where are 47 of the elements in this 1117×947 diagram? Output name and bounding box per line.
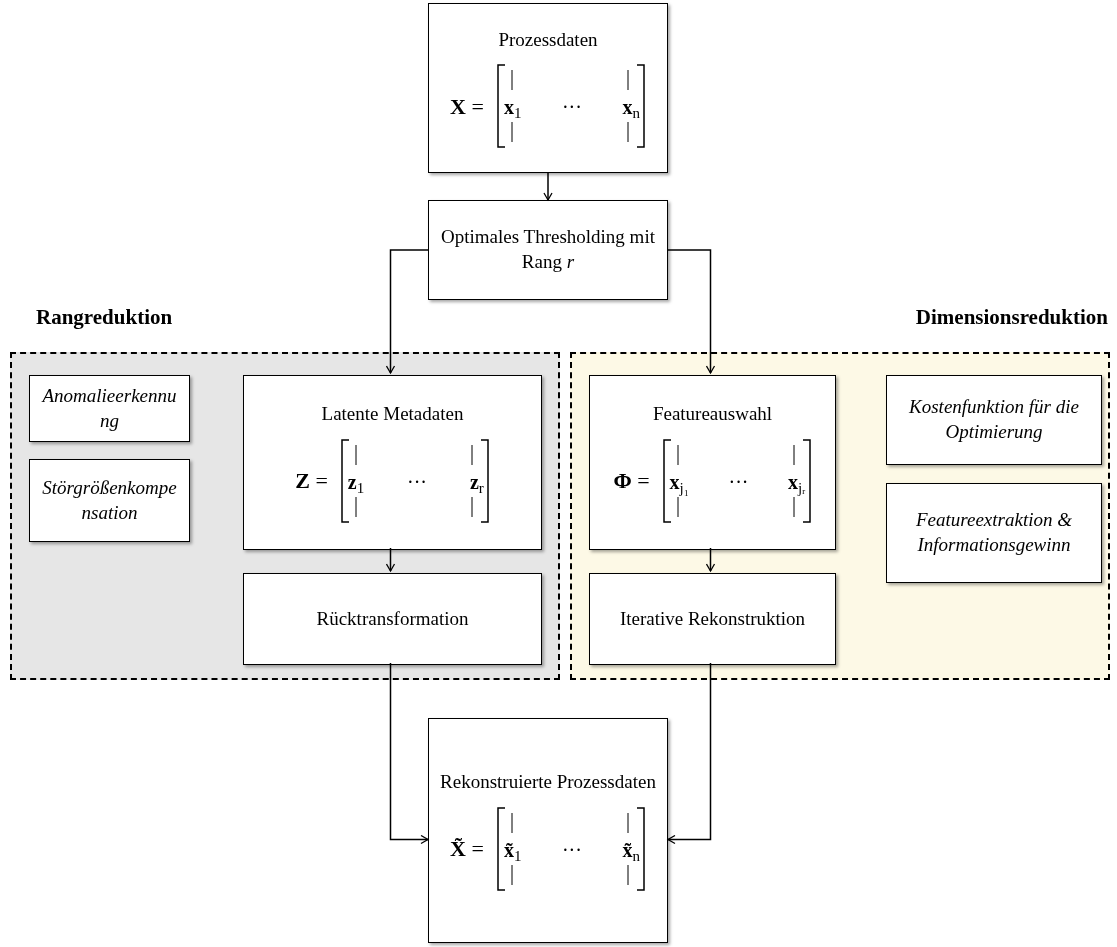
matrix-dots: ··· [561,837,582,863]
arrow [667,249,716,374]
matrix-entry: z$_{1}$ [347,469,365,497]
box-label: Rücktransformation [316,606,469,631]
arrow [389,662,429,845]
box-label: Featureextraktion & Informationsgewinn [915,508,1073,557]
box-label: Iterative Rekonstruktion [619,606,806,631]
process-box [243,375,542,550]
box-label: Rekonstruierte Prozessdaten [440,770,656,795]
group-heading: Dimensionsreduktion [915,304,1108,331]
process-box [243,573,542,665]
matrix-entry: x̃$_{n}$ [622,837,640,865]
process-box [589,573,836,665]
matrix-entry: x$_{j₁}$ [669,469,689,497]
matrix-entry: x̃$_{1}$ [503,837,522,865]
matrix-entry: z$_{r}$ [469,469,484,497]
matrix-dots: ··· [407,469,428,495]
box-label: Anomalieerkennung [40,383,178,433]
arrow [667,662,712,845]
box-label: Störgrößenkompensation [41,475,178,525]
matrix-symbol: X̃ = [450,835,484,864]
process-box [29,459,190,542]
box-label: Featureauswahl [652,402,773,427]
matrix-dots: ··· [728,469,749,495]
box-label: Latente Metadaten [321,402,464,427]
matrix-symbol: Z = [295,467,328,496]
matrix-entry: x$_{1}$ [503,95,522,123]
group-heading: Rangreduktion [36,304,173,331]
process-box [886,483,1102,583]
matrix-symbol: X = [450,92,484,121]
matrix-symbol: Φ = [613,467,650,496]
box-label: Optimales Thresholding mit Rang r [440,225,656,274]
arrow [705,547,716,572]
arrow [385,249,429,374]
process-box [589,375,836,550]
process-box [428,718,668,943]
process-box [428,200,668,300]
arrow [385,547,396,572]
process-box [886,375,1102,465]
process-box [29,375,190,442]
process-box [428,3,668,173]
matrix-entry: x$_{jᵣ}$ [787,469,806,497]
arrow [543,172,553,201]
box-label: Kostenfunktion für die Optimierung [908,395,1080,444]
matrix-dots: ··· [561,95,582,121]
matrix-entry: x$_{n}$ [622,95,640,123]
box-label: Prozessdaten [498,27,598,52]
